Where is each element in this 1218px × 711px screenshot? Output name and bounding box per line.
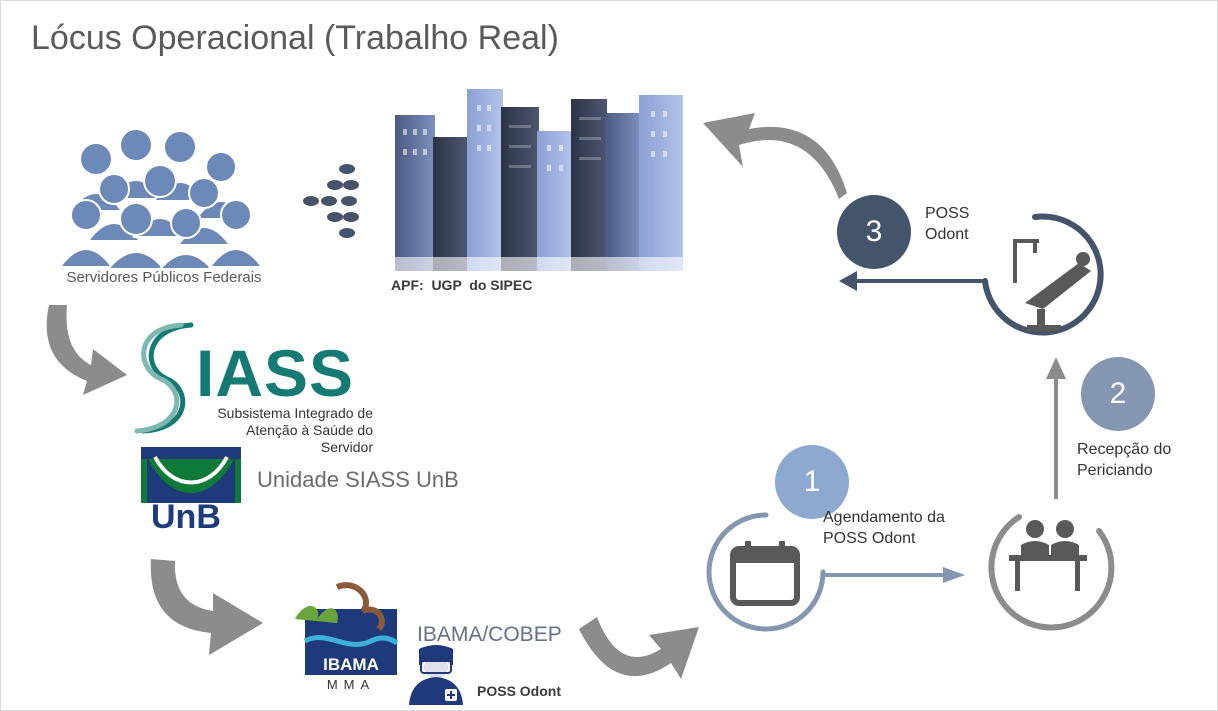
- curved-arrow-icon: [579, 617, 699, 679]
- public-servants-label: Servidores Públicos Federais: [66, 269, 262, 286]
- step-3-text-line2: Odont: [925, 226, 969, 243]
- arrow-step2-to-step3: [1046, 357, 1066, 499]
- step-2-text-line2: Periciando: [1077, 462, 1153, 479]
- step-3-text: POSS Odont: [925, 203, 969, 245]
- ibama-mma-text: MMA: [326, 677, 376, 692]
- curved-arrow-icon: [46, 305, 127, 395]
- unb-flag-icon: [141, 447, 241, 503]
- step-1-number: 1: [775, 445, 849, 519]
- step-1-text-line1: Agendamento da: [823, 509, 945, 526]
- poss-odont-label: POSS Odont: [477, 683, 561, 699]
- curved-arrow-icon: [703, 113, 847, 199]
- step-3-number: 3: [837, 195, 911, 269]
- dental-chair-icon: [1013, 239, 1091, 331]
- dotted-arrow-icon: [303, 164, 359, 238]
- dentist-icon: [409, 645, 463, 705]
- siass-logo-text: IASS: [196, 336, 355, 410]
- unb-logo-text: UnB: [151, 498, 221, 536]
- step-3-ring: [839, 213, 1104, 336]
- apf-ugp-sipec-label: APF: UGP do SIPEC: [391, 277, 533, 293]
- reception-desk-icon: [1009, 520, 1087, 591]
- step-2-text: Recepção do Periciando: [1077, 439, 1171, 481]
- ibama-cobep-label: IBAMA/COBEP: [417, 623, 562, 646]
- siass-subtitle: Subsistema Integrado de Atenção à Saúde …: [201, 405, 373, 456]
- arrow-step1-to-step2: [821, 567, 965, 583]
- unb-unit-label: Unidade SIASS UnB: [257, 467, 459, 492]
- step-1-text: Agendamento da POSS Odont: [823, 507, 945, 549]
- siass-subtitle-line2: Atenção à Saúde do Servidor: [246, 422, 373, 455]
- step-2-number: 2: [1081, 357, 1155, 431]
- siass-subtitle-line1: Subsistema Integrado de: [217, 405, 373, 421]
- step-2-text-line1: Recepção do: [1077, 441, 1172, 458]
- step-1-ring: [706, 512, 826, 632]
- curved-arrow-icon: [150, 559, 263, 655]
- government-buildings-icon: [389, 89, 689, 271]
- step-2-ring: [988, 514, 1115, 631]
- step-3-text-line1: POSS: [925, 205, 970, 222]
- siass-s-helix-icon: [134, 322, 194, 434]
- calendar-icon: [730, 541, 800, 606]
- step-1-text-line2: POSS Odont: [823, 530, 916, 547]
- ibama-logo-text: IBAMA: [305, 655, 397, 675]
- page-title: Lócus Operacional (Trabalho Real): [31, 19, 559, 57]
- public-servants-group-icon: [58, 128, 264, 269]
